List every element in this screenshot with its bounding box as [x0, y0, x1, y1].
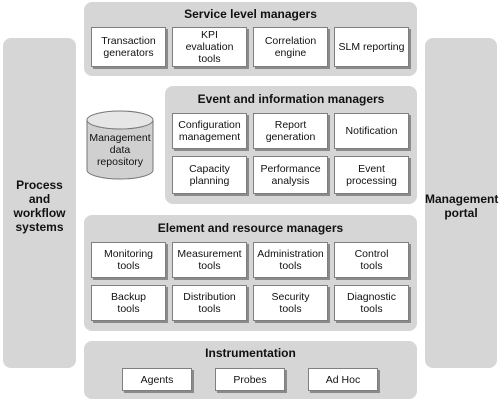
security-tools-box: Security tools	[253, 285, 328, 321]
process-workflow-label: Process and workflow systems	[13, 178, 66, 234]
database-icon	[86, 110, 154, 180]
diagnostic-tools-box: Diagnostic tools	[334, 285, 409, 321]
element-resource-panel: Element and resource managers Monitoring…	[84, 215, 417, 331]
event-information-title: Event and information managers	[197, 92, 385, 106]
service-level-panel: Service level managers Transaction gener…	[84, 2, 417, 76]
agents-box: Agents	[122, 368, 192, 391]
element-resource-title: Element and resource managers	[157, 221, 344, 235]
instrumentation-panel: Instrumentation Agents Probes Ad Hoc	[84, 341, 417, 399]
event-processing-box: Event processing	[334, 156, 409, 194]
control-tools-box: Control tools	[334, 242, 409, 278]
configuration-management-box: Configuration management	[172, 113, 247, 149]
notification-box: Notification	[334, 113, 409, 149]
instrumentation-title: Instrumentation	[205, 346, 296, 360]
monitoring-tools-box: Monitoring tools	[91, 242, 166, 278]
performance-analysis-box: Performance analysis	[253, 156, 328, 194]
management-data-repository: Management data repository	[85, 110, 155, 182]
repository-label: Management data repository	[89, 132, 151, 168]
slm-reporting-box: SLM reporting	[334, 27, 409, 67]
service-level-title: Service level managers	[184, 7, 317, 21]
backup-tools-box: Backup tools	[91, 285, 166, 321]
distribution-tools-box: Distribution tools	[172, 285, 247, 321]
kpi-evaluation-tools-box: KPI evaluation tools	[172, 27, 247, 67]
report-generation-box: Report generation	[253, 113, 328, 149]
capacity-planning-box: Capacity planning	[172, 156, 247, 194]
management-portal-label: Management portal	[425, 192, 499, 220]
transaction-generators-box: Transaction generators	[91, 27, 166, 67]
event-information-panel: Event and information managers Configura…	[165, 86, 417, 204]
measurement-tools-box: Measurement tools	[172, 242, 247, 278]
administration-tools-box: Administration tools	[253, 242, 328, 278]
ad-hoc-box: Ad Hoc	[308, 368, 378, 391]
process-workflow-panel: Process and workflow systems	[3, 38, 76, 368]
probes-box: Probes	[215, 368, 285, 391]
correlation-engine-box: Correlation engine	[253, 27, 328, 67]
management-portal-panel: Management portal	[425, 38, 499, 368]
